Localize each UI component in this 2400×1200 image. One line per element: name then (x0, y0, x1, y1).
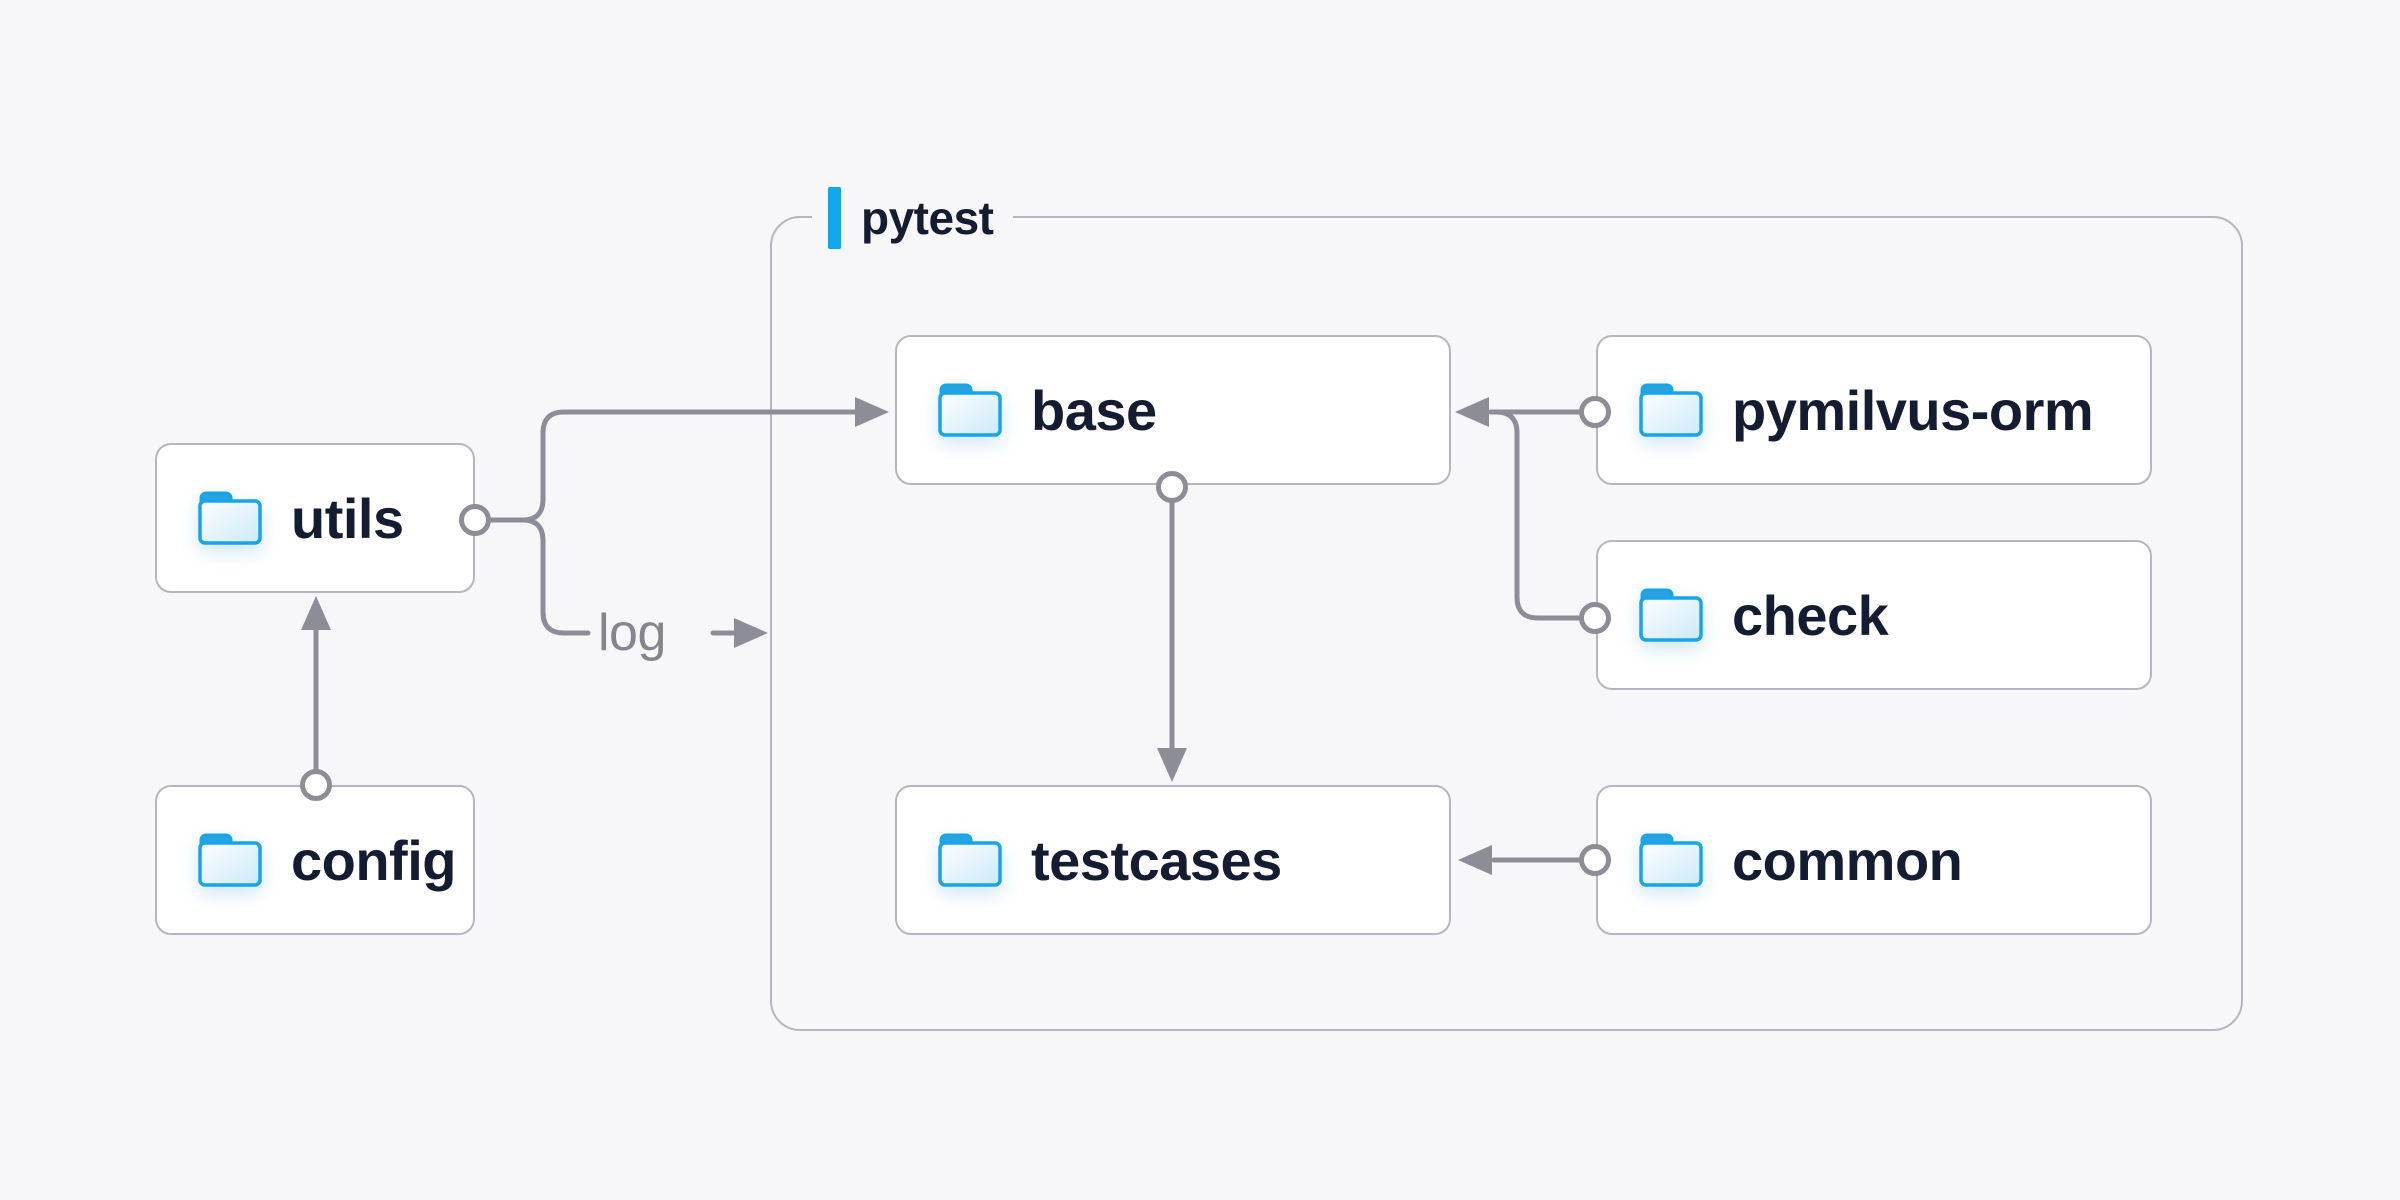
node-testcases-label: testcases (1031, 828, 1282, 892)
folder-icon (937, 382, 1003, 438)
node-check[interactable]: check (1596, 540, 2152, 690)
pytest-group-legend: pytest (812, 186, 1014, 250)
folder-icon (937, 832, 1003, 888)
node-utils-label: utils (291, 486, 404, 550)
arrowhead-log (734, 618, 768, 648)
edge-utils-log (520, 517, 591, 636)
node-config[interactable]: config (155, 785, 475, 935)
folder-icon (197, 490, 263, 546)
node-common[interactable]: common (1596, 785, 2152, 935)
arrowhead-config-utils (301, 596, 331, 630)
node-base-label: base (1031, 378, 1157, 442)
node-config-label: config (291, 828, 456, 892)
edge-label-log: log (598, 604, 666, 662)
node-base[interactable]: base (895, 335, 1451, 485)
folder-icon (1638, 382, 1704, 438)
node-pymilvus-orm-label: pymilvus-orm (1732, 378, 2094, 442)
node-common-label: common (1732, 828, 1963, 892)
node-pymilvus-orm[interactable]: pymilvus-orm (1596, 335, 2152, 485)
node-utils[interactable]: utils (155, 443, 475, 593)
folder-icon (1638, 832, 1704, 888)
node-testcases[interactable]: testcases (895, 785, 1451, 935)
pytest-group: pytest (770, 186, 2243, 1031)
folder-icon (1638, 587, 1704, 643)
node-check-label: check (1732, 583, 1889, 647)
pytest-group-label: pytest (861, 192, 994, 244)
folder-icon (197, 832, 263, 888)
legend-accent-bar (828, 187, 841, 249)
